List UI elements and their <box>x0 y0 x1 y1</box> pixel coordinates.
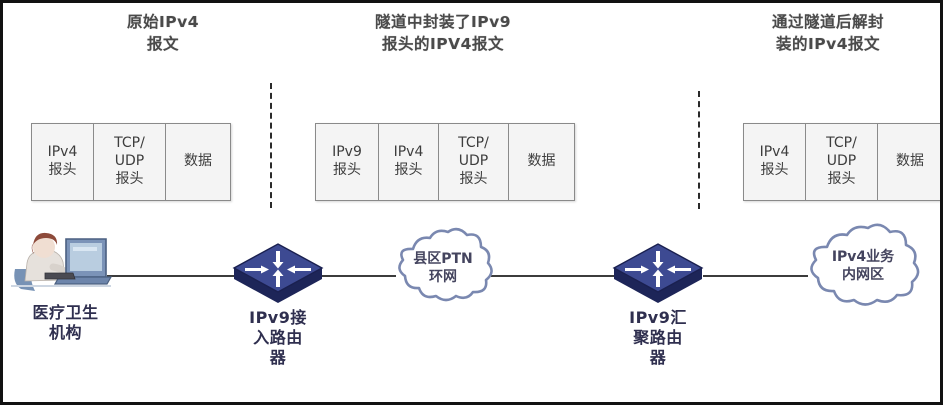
aggregation-router-label: IPv9汇 聚路由 器 <box>629 308 687 367</box>
packet-cell-ipv4-header: IPv4 报头 <box>379 124 439 200</box>
packet-ipv9-encapsulated: IPv9 报头 IPv4 报头 TCP/ UDP 报头 数据 <box>315 123 575 201</box>
aggregation-router-icon <box>611 239 705 303</box>
section-divider-right <box>698 91 700 209</box>
section-divider-left <box>270 83 272 208</box>
packet-cell-data: 数据 <box>166 124 230 200</box>
ipv4-intranet-cloud-icon: IPv4业务 内网区 <box>793 223 933 315</box>
packet-cell-ipv4-header: IPv4 报头 <box>32 124 94 200</box>
section-caption-decapsulated: 通过隧道后解封 装的IPv4报文 <box>771 13 884 54</box>
packet-cell-tcp-udp-header: TCP/ UDP 报头 <box>806 124 878 200</box>
packet-original-ipv4: IPv4 报头 TCP/ UDP 报头 数据 <box>31 123 231 201</box>
access-router-label: IPv9接 入路由 器 <box>249 308 307 367</box>
packet-cell-data: 数据 <box>509 124 574 200</box>
packet-decapsulated-ipv4: IPv4 报头 TCP/ UDP 报头 数据 <box>743 123 940 201</box>
link-aggregation-router-to-ipv4-cloud <box>703 275 808 277</box>
link-ptn-cloud-to-aggregation-router <box>491 275 628 277</box>
ptn-cloud-icon: 县区PTN 环网 <box>383 227 503 311</box>
access-router-icon <box>231 239 325 303</box>
packet-cell-tcp-udp-header: TCP/ UDP 报头 <box>439 124 509 200</box>
packet-cell-ipv9-header: IPv9 报头 <box>316 124 379 200</box>
link-access-router-to-ptn-cloud <box>321 275 396 277</box>
packet-cell-tcp-udp-header: TCP/ UDP 报头 <box>94 124 166 200</box>
endpoint-label: 医疗卫生 机构 <box>32 303 99 342</box>
link-endpoint-to-access-router <box>107 275 247 277</box>
packet-cell-data: 数据 <box>878 124 940 200</box>
section-caption-original: 原始IPv4 报文 <box>126 13 200 54</box>
section-caption-tunnel: 隧道中封装了IPv9 报头的IPV4报文 <box>374 13 512 54</box>
packet-cell-ipv4-header: IPv4 报头 <box>744 124 806 200</box>
endpoint-workstation-icon <box>11 229 113 295</box>
